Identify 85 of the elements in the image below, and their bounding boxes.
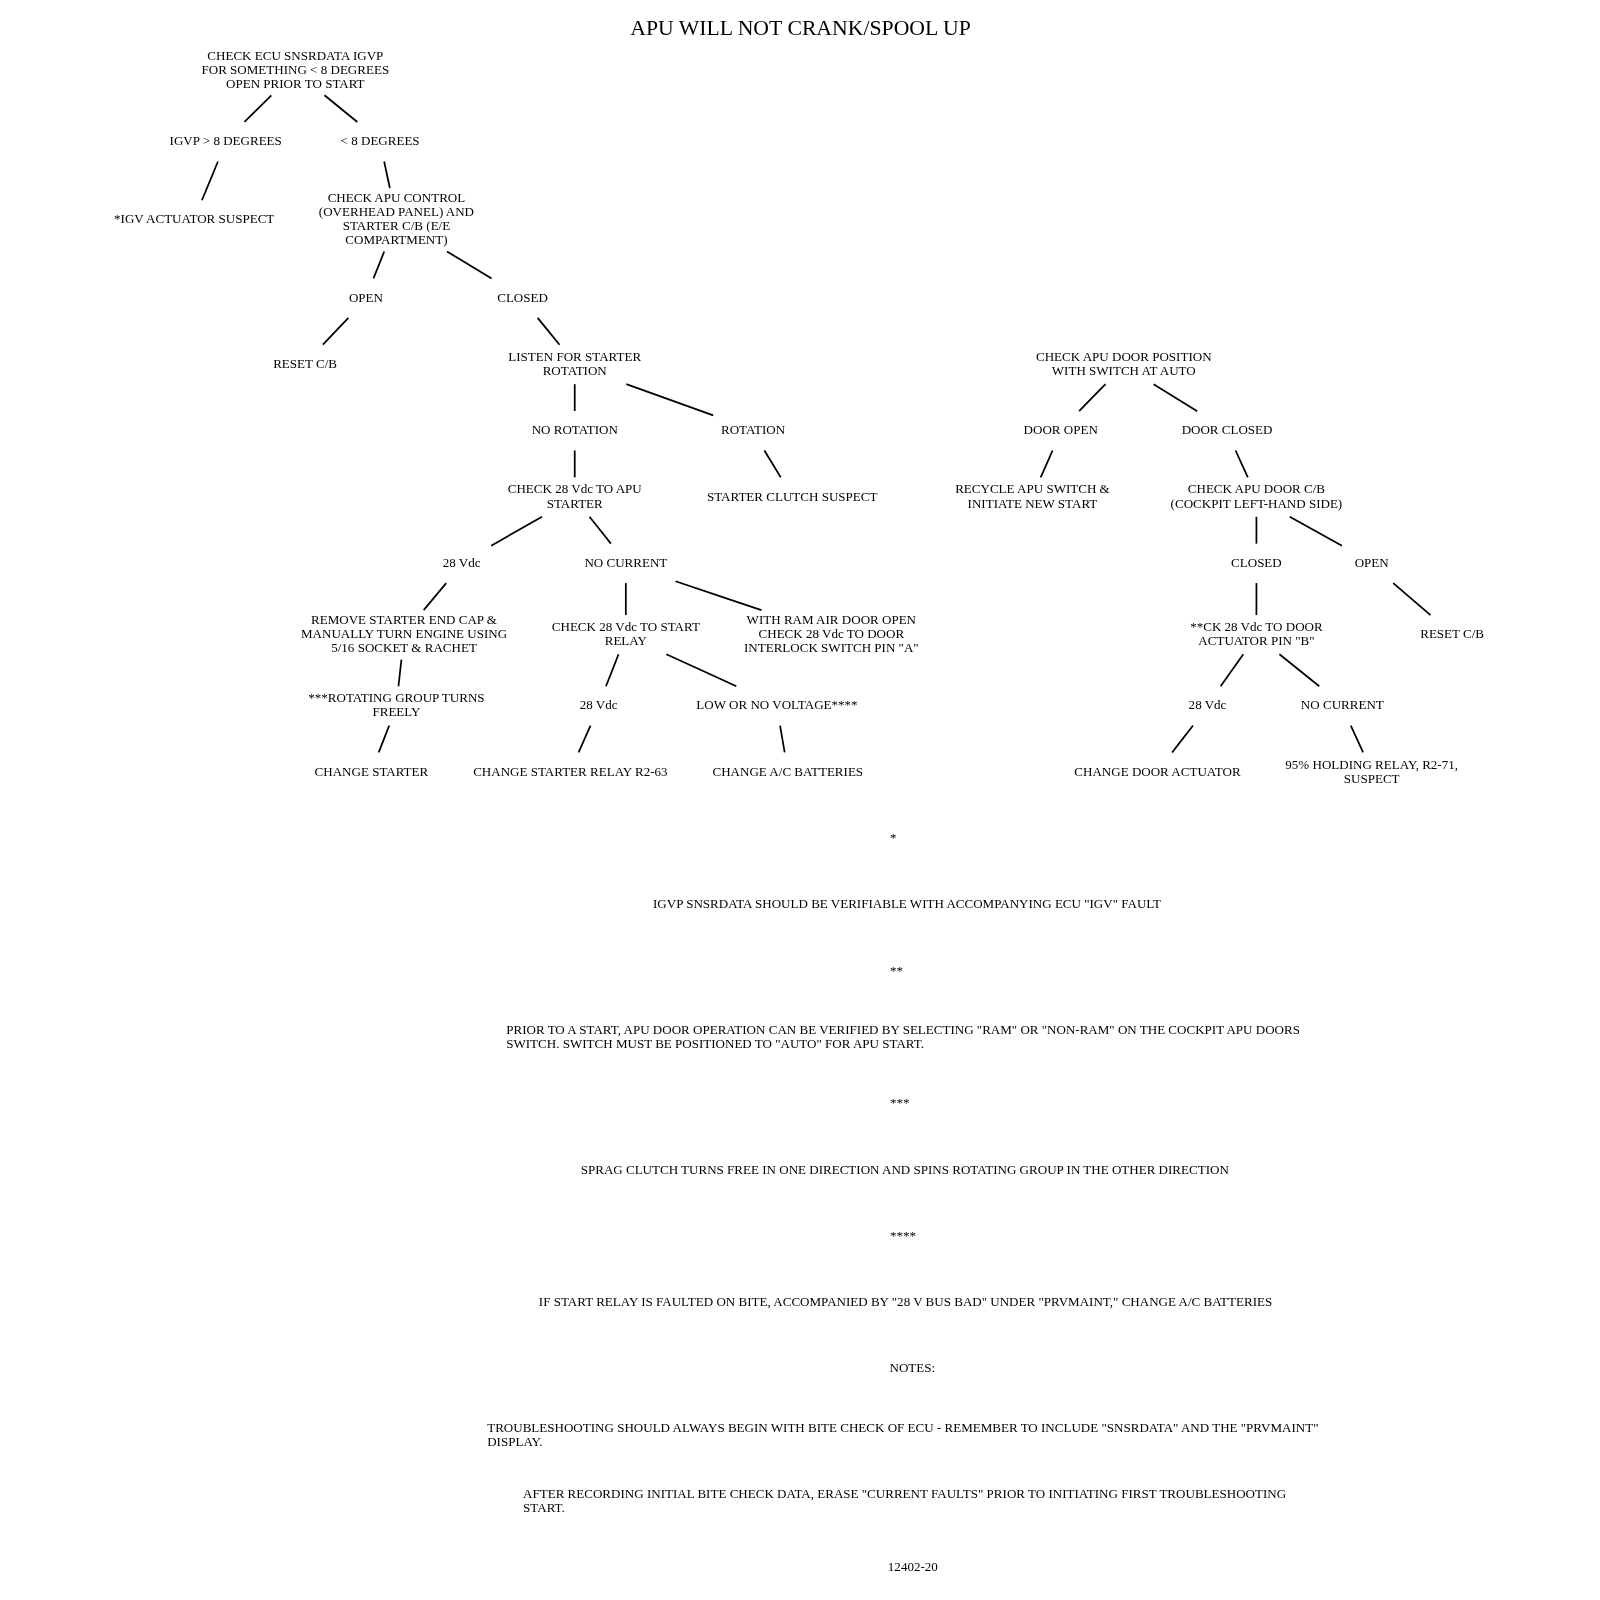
connector	[577, 724, 591, 753]
connector	[1288, 515, 1343, 547]
connector	[624, 382, 714, 416]
node-text: NO CURRENT	[1300, 696, 1384, 712]
node-text: DOOR CLOSED	[1181, 421, 1272, 437]
label: AFTER RECORDING INITIAL BITE CHECK DATA, ERASE "CURRENT FAULTS" PRIOR TO INITIATING FIRST TROUBLESHOOTING START.	[522, 1485, 1286, 1515]
node-text: REMOVE STARTER END CAP & MANUALLY TURN ENGINE USING 5/16 SOCKET & RACHET	[300, 611, 507, 655]
connector	[778, 724, 785, 753]
connector	[377, 724, 390, 753]
connector	[382, 160, 391, 189]
connector	[200, 160, 219, 201]
label: SPRAG CLUTCH TURNS FREE IN ONE DIRECTION AND SPINS ROTATING GROUP IN THE OTHER DIRECTION	[580, 1161, 1229, 1177]
connector	[1170, 724, 1194, 753]
connector	[624, 581, 627, 616]
connector	[372, 250, 385, 279]
node-text: 95% HOLDING RELAY, R2-71, SUSPECT	[1284, 756, 1458, 786]
connector	[1278, 652, 1320, 687]
connector	[422, 581, 447, 611]
node-text: CHECK ECU SNSRDATA IGVP FOR SOMETHING < 8 DEGREES OPEN PRIOR TO START	[201, 47, 389, 91]
node-text: IGVP > 8 DEGREES	[169, 132, 282, 148]
connector	[1077, 382, 1106, 412]
label: IGVP SNSRDATA SHOULD BE VERIFIABLE WITH ACCOMPANYING ECU "IGV" FAULT	[652, 895, 1161, 911]
connector	[763, 449, 782, 478]
node-text: CHECK APU DOOR POSITION WITH SWITCH AT AUTO	[1035, 348, 1212, 378]
node-text: DOOR OPEN	[1023, 421, 1098, 437]
node-text: RESET C/B	[1419, 625, 1484, 641]
node-text: < 8 DEGREES	[340, 132, 420, 148]
node-text: CHECK APU CONTROL (OVERHEAD PANEL) AND STARTER C/B (E/E COMPARTMENT)	[318, 189, 474, 247]
connector	[1391, 581, 1431, 616]
connector	[321, 316, 349, 346]
connector	[323, 93, 358, 123]
node-text: CLOSED	[496, 289, 548, 305]
node-text: CHANGE DOOR ACTUATOR	[1073, 763, 1241, 779]
node-text: STARTER CLUTCH SUSPECT	[706, 488, 877, 504]
node-text: 28 Vdc	[1188, 696, 1226, 712]
node-text: CHANGE STARTER	[314, 763, 428, 779]
label: *	[889, 829, 897, 845]
node-text: NO CURRENT	[583, 554, 667, 570]
connector	[1039, 449, 1053, 478]
node-text: CHECK 28 Vdc TO START RELAY	[551, 618, 700, 648]
connector	[1255, 515, 1257, 545]
connector	[573, 382, 576, 412]
node-text: LISTEN FOR STARTER ROTATION	[507, 348, 641, 378]
connector	[445, 250, 492, 279]
node-text: ***ROTATING GROUP TURNS FREELY	[307, 689, 485, 719]
node-text: 28 Vdc	[579, 696, 618, 712]
label: IF START RELAY IS FAULTED ON BITE, ACCOMPANIED BY "28 V BUS BAD" UNDER "PRVMAINT," CHANGE A/C BATTERIES	[538, 1293, 1272, 1309]
connector	[1349, 724, 1364, 753]
node-text: CHANGE A/C BATTERIES	[712, 763, 863, 779]
label: ***	[889, 1094, 910, 1110]
connector	[397, 658, 402, 687]
connector	[1255, 581, 1257, 616]
node-text: NO ROTATION	[531, 421, 618, 437]
label: 12402-20	[887, 1558, 938, 1574]
node-text: CHECK APU DOOR C/B (COCKPIT LEFT-HAND SIDE)	[1170, 480, 1342, 511]
node-text: RECYCLE APU SWITCH & INITIATE NEW START	[954, 480, 1110, 511]
node-text: *IGV ACTUATOR SUSPECT	[113, 210, 274, 226]
connector	[588, 515, 612, 545]
node-text: RESET C/B	[272, 355, 337, 371]
node-text: ROTATION	[720, 421, 785, 437]
label: PRIOR TO A START, APU DOOR OPERATION CAN BE VERIFIED BY SELECTING "RAM" OR "NON-RAM" ON THE COCKPIT APU DOORS SWITCH. SWITCH MUST BE POSITIONED TO "AUTO" FOR APU START.	[505, 1021, 1300, 1051]
connector	[604, 652, 619, 687]
node-text: LOW OR NO VOLTAGE****	[695, 696, 858, 712]
node-text: **CK 28 Vdc TO DOOR ACTUATOR PIN "B"	[1189, 618, 1323, 648]
label: **	[889, 962, 903, 978]
connector	[674, 579, 762, 611]
connector	[489, 515, 543, 546]
node-text: CHECK 28 Vdc TO APU STARTER	[507, 480, 642, 511]
label: NOTES:	[888, 1359, 935, 1375]
label: TROUBLESHOOTING SHOULD ALWAYS BEGIN WITH BITE CHECK OF ECU - REMEMBER TO INCLUDE "SNSRDATA" AND THE "PRVMAINT" DISPLAY.	[486, 1419, 1318, 1449]
node-text: CLOSED	[1230, 554, 1282, 570]
connector	[243, 93, 272, 123]
connector	[1234, 449, 1249, 478]
connector	[1152, 382, 1198, 412]
node-text: CHANGE STARTER RELAY R2-63	[472, 763, 668, 779]
diagram-title: APU WILL NOT CRANK/SPOOL UP	[629, 15, 971, 40]
connector	[664, 652, 737, 687]
connector	[1219, 652, 1244, 687]
connector	[573, 449, 576, 478]
node-text: 28 Vdc	[442, 554, 481, 570]
node-text: OPEN	[348, 289, 383, 305]
node-text: OPEN	[1354, 554, 1389, 570]
connector	[536, 316, 560, 346]
label: ****	[889, 1227, 916, 1243]
node-text: WITH RAM AIR DOOR OPEN CHECK 28 Vdc TO DOOR INTERLOCK SWITCH PIN "A"	[743, 611, 919, 655]
